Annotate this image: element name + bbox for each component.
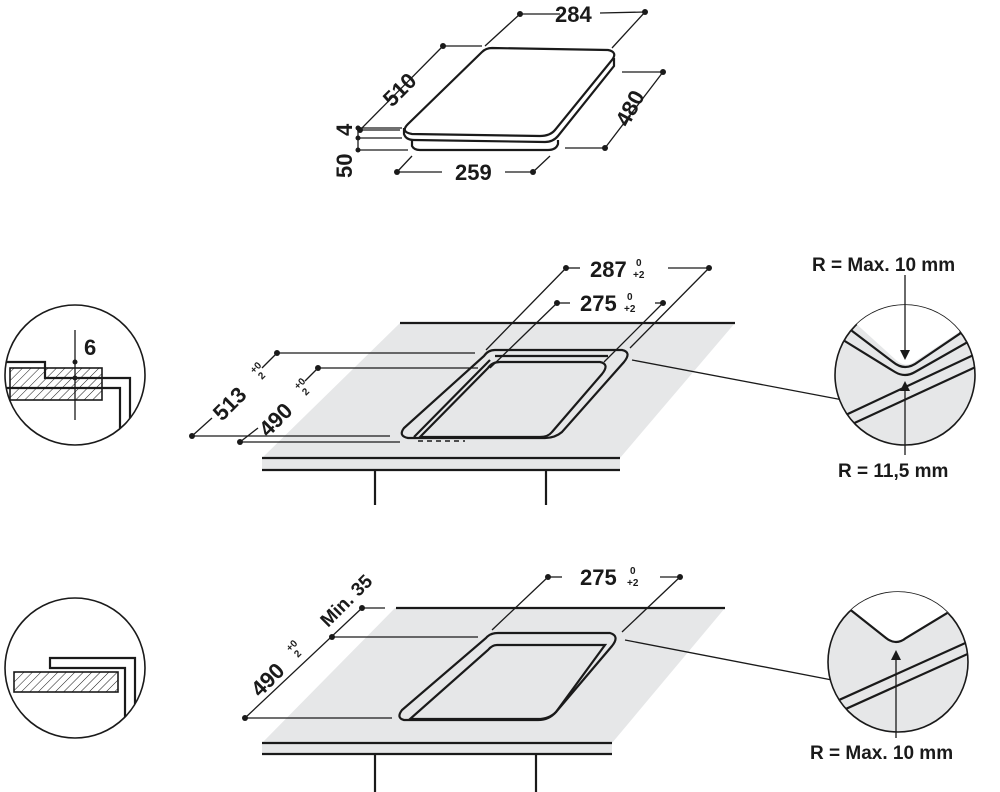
cutout-rebate	[400, 348, 629, 440]
dim-depth-side: 480	[610, 86, 649, 130]
cutout-opening	[417, 360, 607, 439]
worktop-surface-standard	[262, 608, 725, 743]
hob-product-view: 284 510 480 4 50 259	[332, 2, 666, 185]
dim-base-width: 259	[455, 160, 492, 185]
dim-outer-width-tol-upper: 0	[636, 258, 642, 269]
hob-glass-top	[403, 46, 616, 138]
dim-inner-width-tol-upper: 0	[627, 292, 633, 303]
dim-inner-depth-tol-lower: 2	[300, 386, 312, 398]
dim-width-standard: 275	[580, 565, 617, 590]
standard-install-view: 275 0 +2 Min. 35 490 +0 2 R = M	[4, 565, 969, 792]
worktop-surface	[262, 323, 735, 458]
hob-body	[410, 140, 560, 152]
radius-inner-label: R = 11,5 mm	[838, 461, 948, 482]
rebate-detail-circle: 6	[4, 304, 146, 446]
standard-edge-detail-circle	[4, 597, 146, 739]
dim-rebate-depth: 6	[84, 335, 96, 360]
flush-install-view: 287 0 +2 275 0 +2 513 +0 2 490 +0 2	[4, 255, 976, 505]
dim-glass-thickness: 4	[332, 123, 357, 136]
corner-radius-detail-circle: R = Max. 10 mm R = 11,5 mm	[812, 255, 976, 482]
hob-glass-edge	[402, 58, 616, 144]
dim-width-standard-tol-upper: 0	[630, 566, 636, 577]
dim-outer-width-tol-lower: +2	[633, 270, 645, 281]
dim-inner-width-tol-lower: +2	[624, 304, 636, 315]
standard-radius-detail-circle: R = Max. 10 mm	[810, 591, 969, 764]
dim-outer-depth: 513	[208, 382, 252, 426]
dim-width-standard-tol-lower: +2	[627, 578, 639, 589]
dim-inner-width: 275	[580, 291, 617, 316]
radius-max-label: R = Max. 10 mm	[812, 255, 955, 276]
dim-outer-width: 287	[590, 257, 627, 282]
dim-body-height: 50	[332, 154, 357, 178]
radius-max-label-standard: R = Max. 10 mm	[810, 743, 953, 764]
dim-width: 284	[555, 2, 592, 27]
dim-outer-depth-tol-lower: 2	[256, 370, 268, 382]
dim-depth-standard-tol-lower: 2	[292, 648, 304, 660]
dim-depth-standard: 490	[246, 658, 290, 702]
